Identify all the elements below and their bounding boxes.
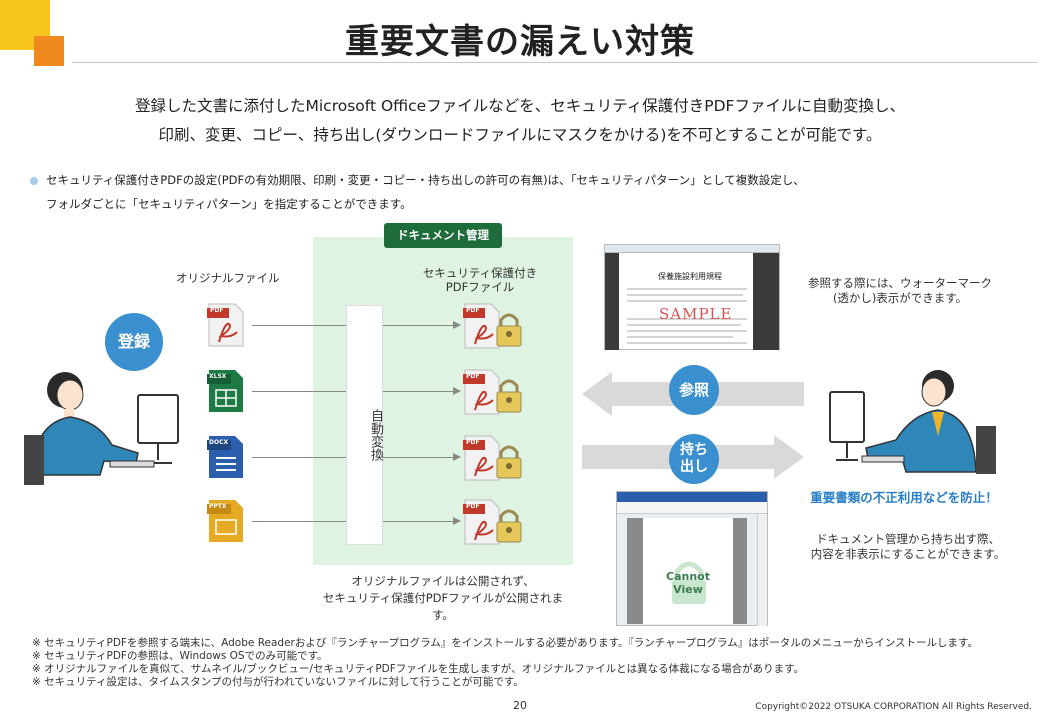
cannot-view-screenshot: Cannot View bbox=[616, 491, 768, 626]
takeout-note-line-2: 内容を非表示にすることができます。 bbox=[810, 547, 1006, 561]
title-divider bbox=[72, 62, 1038, 63]
arrow-head bbox=[453, 387, 461, 395]
original-file-label: オリジナルファイル bbox=[176, 271, 280, 285]
bullet-dot-icon bbox=[30, 177, 38, 185]
secure-pdf-lock-icon bbox=[463, 435, 522, 481]
takeout-badge-line-1: 持ち bbox=[680, 442, 708, 458]
xlsx-file-tag: XLSX bbox=[209, 373, 227, 380]
viewer2-toolbar bbox=[617, 502, 767, 514]
bullet-line-1: セキュリティ保護付きPDFの設定(PDFの有効期限、印刷・変更・コピー・持ち出し… bbox=[46, 173, 805, 187]
arrow-line bbox=[383, 521, 453, 522]
footnote-3: ※ オリジナルファイルを真似て、サムネイル/ブックビュー/セキュリティPDFファ… bbox=[32, 663, 805, 675]
secure-pdf-lock-icon bbox=[463, 369, 522, 415]
original-file-note: オリジナルファイルは公開されず、 セキュリティ保護付PDFファイルが公開されます… bbox=[313, 573, 573, 624]
arrow-line bbox=[252, 521, 346, 522]
secure-pdf-tag: PDF bbox=[466, 307, 480, 314]
person-at-computer-left-icon bbox=[24, 372, 179, 485]
viewer-doc-title: 保養施設利用規程 bbox=[658, 272, 722, 281]
watermark-note: 参照する際には、ウォーターマーク (透かし)表示ができます。 bbox=[800, 276, 1000, 306]
pptx-file-tag: PPTX bbox=[209, 503, 227, 510]
register-badge: 登録 bbox=[105, 313, 163, 371]
intro-line-1: 登録した文書に添付したMicrosoft Officeファイルなどを、セキュリテ… bbox=[135, 97, 905, 115]
arrow-line bbox=[252, 457, 346, 458]
pptx-file-icon bbox=[207, 500, 243, 542]
person-at-computer-right-icon bbox=[829, 370, 996, 474]
secure-pdf-tag: PDF bbox=[466, 373, 480, 380]
takeout-note-line-1: ドキュメント管理から持ち出す際、 bbox=[816, 532, 1000, 546]
page-title: 重要文書の漏えい対策 bbox=[345, 22, 695, 62]
cannot-view-line-2: View bbox=[673, 583, 703, 596]
view-badge: 参照 bbox=[669, 365, 719, 415]
arrow-line bbox=[252, 391, 346, 392]
viewer2-titlebar bbox=[617, 492, 767, 502]
viewer-sidebar bbox=[605, 253, 619, 350]
arrow-head bbox=[453, 517, 461, 525]
arrow-head bbox=[453, 453, 461, 461]
takeout-note: ドキュメント管理から持ち出す際、 内容を非表示にすることができます。 bbox=[792, 532, 1024, 562]
footnote-1: ※ セキュリティPDFを参照する端末に、Adobe Readerおよび『ランチャ… bbox=[32, 637, 978, 649]
docx-file-icon bbox=[207, 436, 243, 478]
secure-pdf-label: セキュリティ保護付き PDFファイル bbox=[420, 266, 540, 294]
footnote-4: ※ セキュリティ設定は、タイムスタンプの付与が行われていないファイルに対して行う… bbox=[32, 676, 524, 688]
auto-convert-label: 自動変換 bbox=[368, 409, 383, 461]
arrow-line bbox=[383, 325, 453, 326]
page-number: 20 bbox=[513, 699, 527, 712]
watermark-note-line-2: (透かし)表示ができます。 bbox=[832, 291, 968, 305]
secure-pdf-label-line-1: セキュリティ保護付き bbox=[422, 266, 538, 280]
auto-convert-box bbox=[346, 305, 383, 545]
takeout-badge: 持ち 出し bbox=[669, 434, 719, 484]
cannot-view-text: Cannot View bbox=[643, 570, 733, 596]
xlsx-file-icon bbox=[207, 370, 243, 412]
bullet-line-2: フォルダごとに「セキュリティパターン」を指定することができます。 bbox=[46, 197, 412, 211]
watermark-note-line-1: 参照する際には、ウォーターマーク bbox=[808, 276, 992, 290]
viewer-right-panel bbox=[753, 253, 779, 350]
arrow-line bbox=[252, 325, 346, 326]
cannot-view-line-1: Cannot bbox=[666, 570, 710, 583]
viewer-titlebar bbox=[605, 245, 779, 253]
viewer-watermark: SAMPLE bbox=[659, 305, 733, 323]
original-file-note-line-2: セキュリティ保護付PDFファイルが公開されます。 bbox=[322, 591, 564, 622]
takeout-badge-line-2: 出し bbox=[680, 459, 708, 475]
lock-icon bbox=[672, 561, 706, 604]
watermark-viewer-screenshot: 保養施設利用規程 SAMPLE bbox=[604, 244, 780, 350]
copyright: Copyright©2022 OTSUKA CORPORATION All Ri… bbox=[755, 702, 1032, 712]
secure-pdf-tag: PDF bbox=[466, 439, 480, 446]
pdf-file-tag: PDF bbox=[210, 307, 224, 314]
original-file-note-line-1: オリジナルファイルは公開されず、 bbox=[351, 574, 535, 588]
footnote-2: ※ セキュリティPDFの参照は、Windows OSでのみ可能です。 bbox=[32, 650, 328, 662]
viewer-doc-lines bbox=[627, 288, 747, 344]
corner-decoration-orange bbox=[34, 36, 64, 66]
pdf-file-icon bbox=[207, 303, 244, 347]
docx-file-tag: DOCX bbox=[209, 439, 229, 446]
viewer2-right-tools bbox=[757, 514, 767, 626]
intro-line-2: 印刷、変更、コピー、持ち出し(ダウンロードファイルにマスクをかける)を不可とする… bbox=[158, 126, 882, 144]
secure-pdf-label-line-2: PDFファイル bbox=[445, 280, 515, 294]
prevent-misuse-note: 重要書類の不正利用などを防止！ bbox=[810, 490, 998, 505]
arrow-line bbox=[383, 391, 453, 392]
secure-pdf-lock-icon bbox=[463, 499, 522, 545]
doc-management-label: ドキュメント管理 bbox=[384, 223, 502, 248]
secure-pdf-lock-icon bbox=[463, 303, 522, 349]
arrow-line bbox=[383, 457, 453, 458]
viewer2-page bbox=[643, 518, 733, 624]
secure-pdf-tag: PDF bbox=[466, 503, 480, 510]
arrow-head bbox=[453, 321, 461, 329]
